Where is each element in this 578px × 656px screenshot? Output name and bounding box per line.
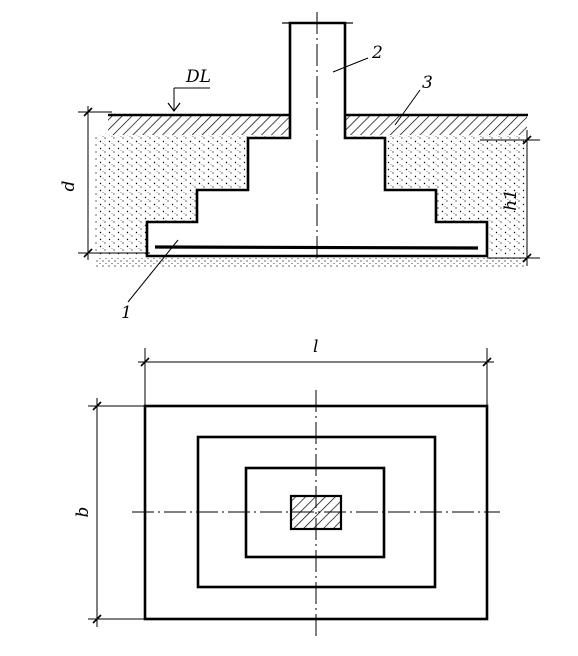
soil-fill-right <box>345 135 525 255</box>
foundation-outline <box>145 21 489 258</box>
label-slab: 1 <box>121 303 132 323</box>
length-label: l <box>313 337 318 357</box>
label-backfill: 3 <box>422 73 433 93</box>
width-label: b <box>73 507 93 518</box>
depth-label: d <box>59 180 79 191</box>
soil-below <box>95 257 525 267</box>
plan-view: l b <box>73 337 500 636</box>
height-label: h1 <box>501 189 521 211</box>
section-view: d h1 DL 1 2 3 <box>59 12 540 323</box>
backfill-hatch-left <box>108 116 290 135</box>
soil-fill <box>95 135 290 255</box>
backfill-hatch-right <box>345 116 527 135</box>
ground-level-label: DL <box>185 67 211 87</box>
label-column: 2 <box>371 43 383 63</box>
